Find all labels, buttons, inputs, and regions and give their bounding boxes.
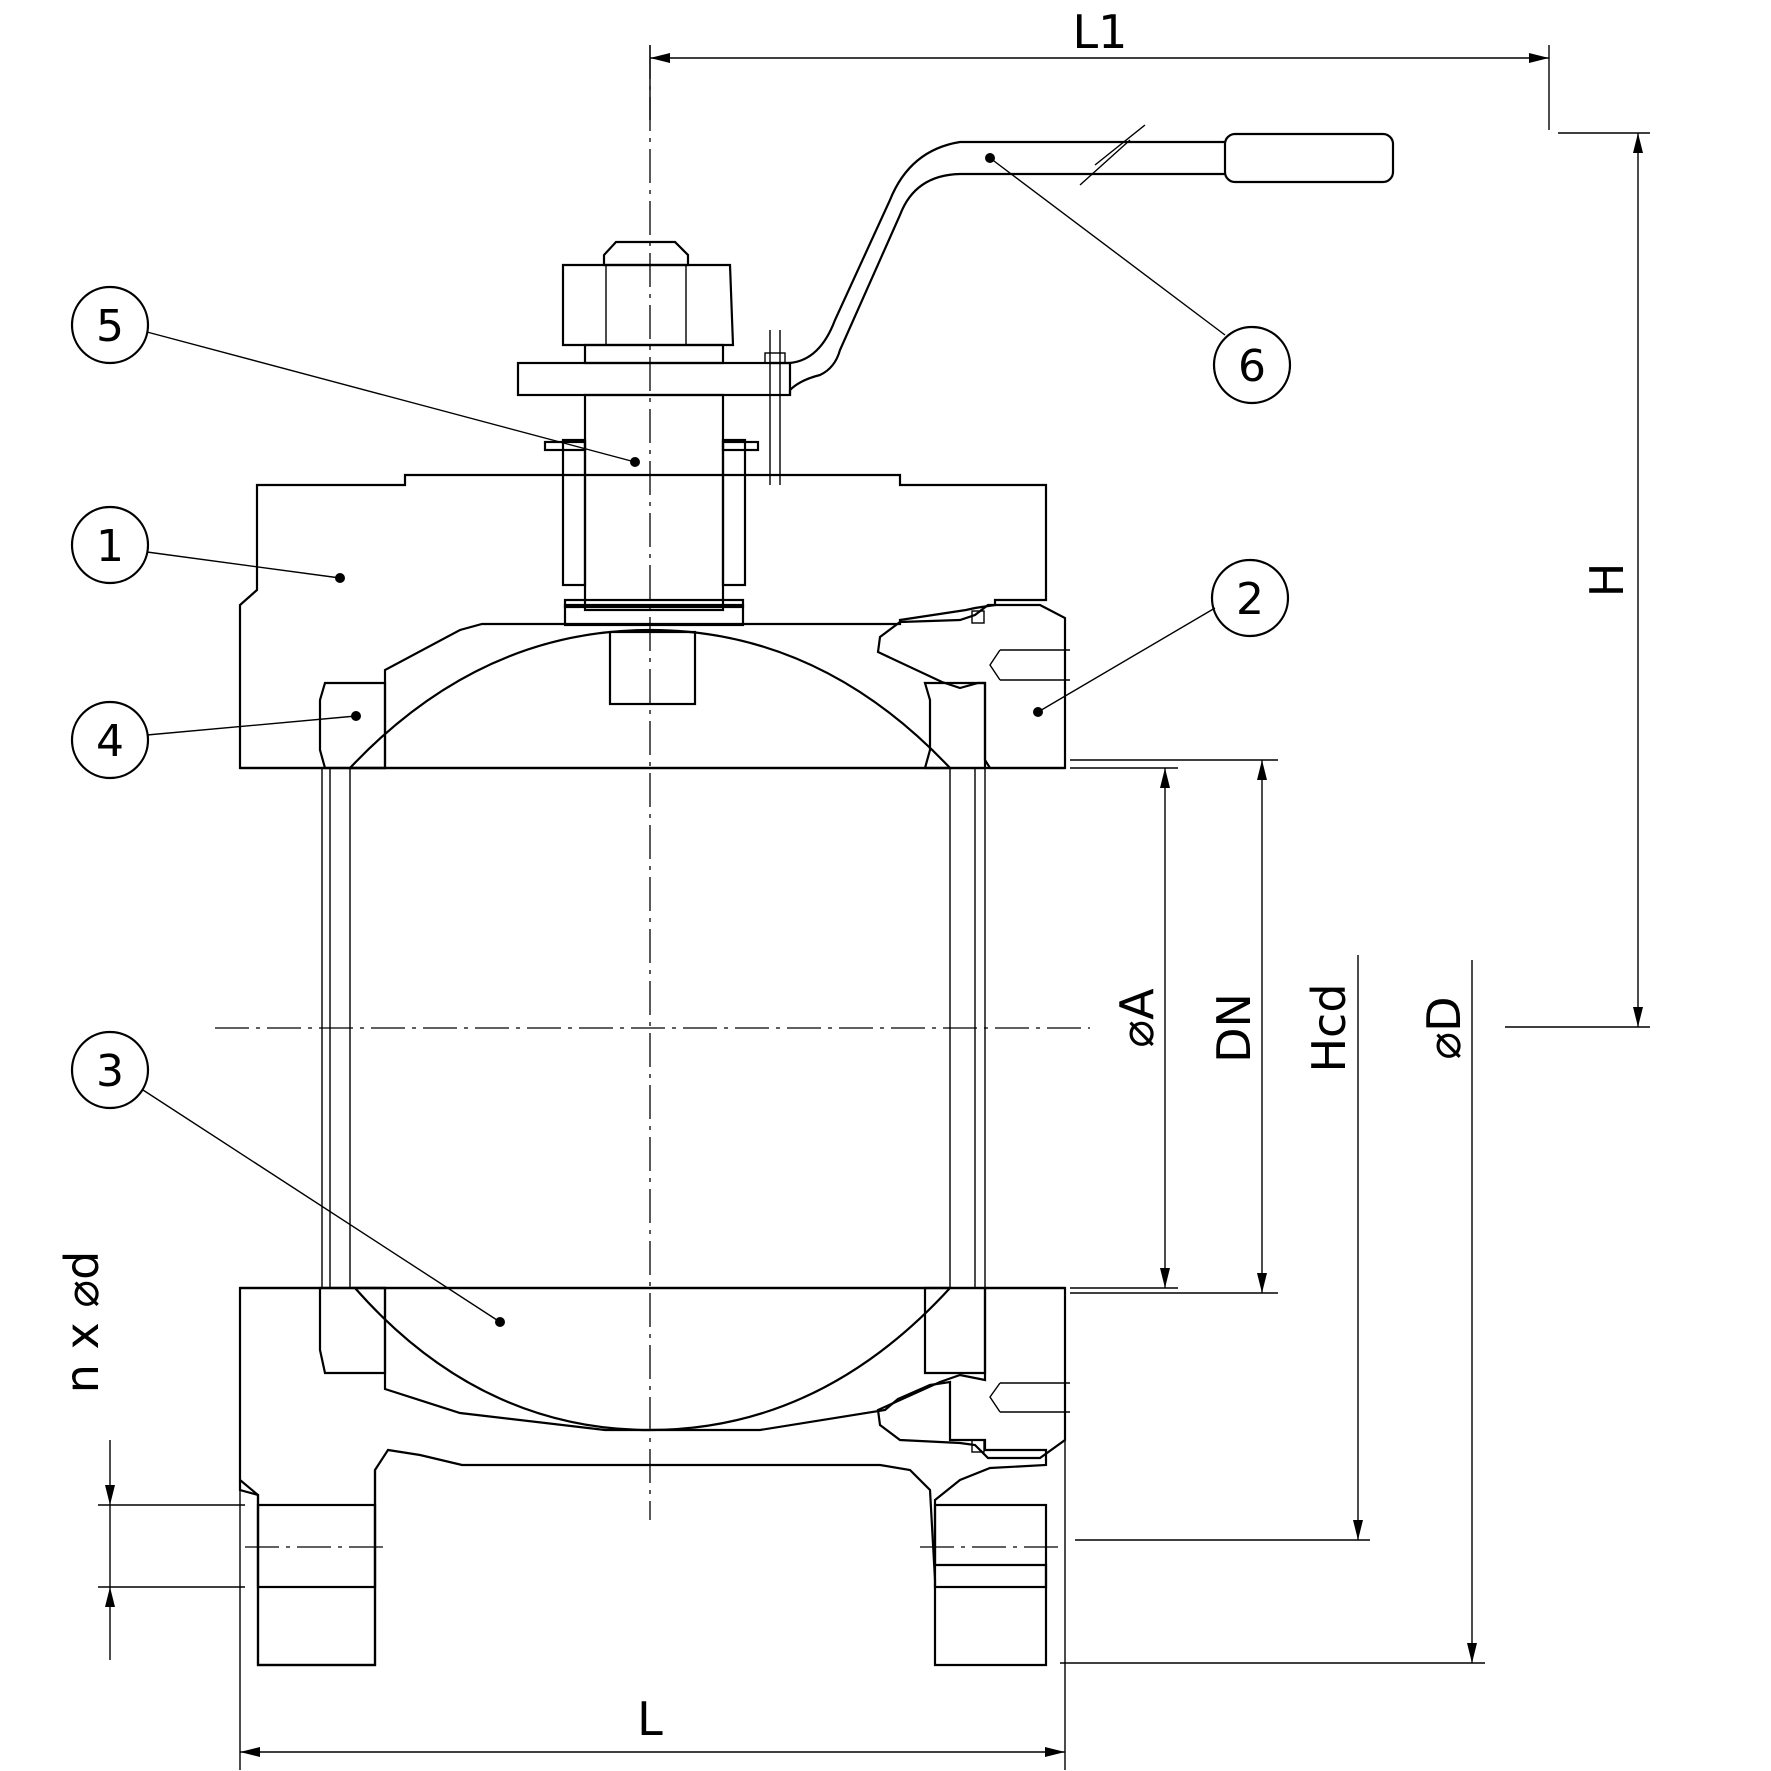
dim-label-H: H: [1580, 563, 1634, 598]
dim-label-DN: DN: [1207, 993, 1261, 1063]
dim-label-L1: L1: [1073, 5, 1128, 59]
dim-label-L: L: [637, 1692, 663, 1746]
balloon-5: 5: [96, 301, 124, 352]
dimension-lines: [98, 45, 1650, 1770]
ball: [240, 628, 1065, 1432]
balloon-6: 6: [1238, 341, 1266, 392]
balloon-1: 1: [96, 521, 124, 572]
balloon-3: 3: [96, 1046, 124, 1097]
lever-handle: [770, 124, 1395, 395]
balloon-4: 4: [96, 716, 124, 767]
stem-assembly: [516, 240, 792, 627]
part-balloons: [70, 153, 1292, 1327]
dim-label-Hcd: Hcd: [1302, 983, 1356, 1072]
center-lines: [215, 45, 1090, 1548]
dim-label-D: ⌀D: [1417, 996, 1471, 1059]
dim-label-A: ⌀A: [1110, 988, 1164, 1048]
dim-label-n-d: n x ⌀d: [55, 1251, 109, 1394]
balloon-2: 2: [1236, 574, 1264, 625]
valve-body: [238, 473, 1048, 1667]
end-cap: [876, 603, 1070, 1460]
